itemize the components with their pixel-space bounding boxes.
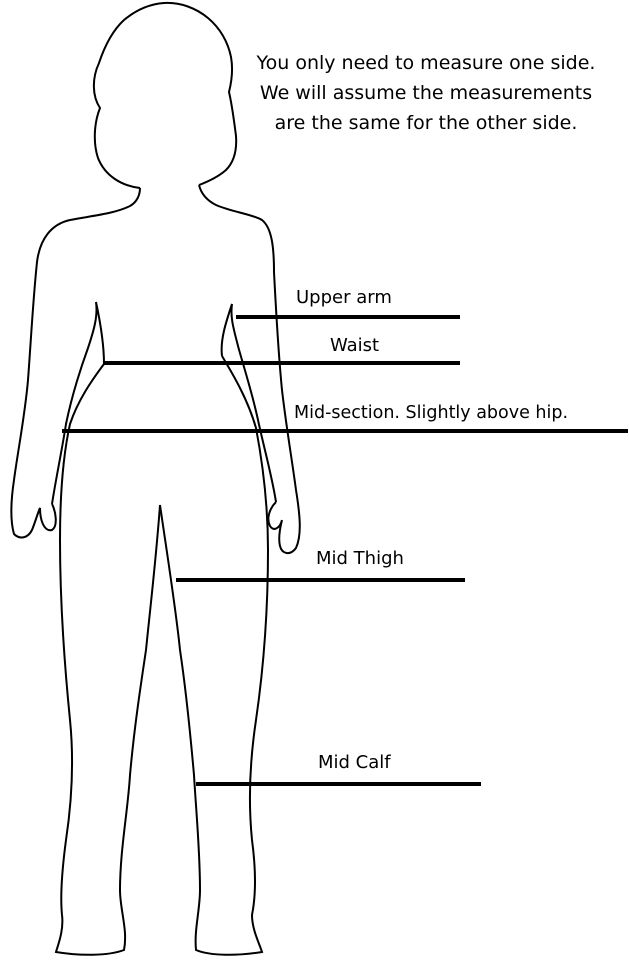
mid-thigh-label: Mid Thigh [316,548,404,570]
instruction-line-2: We will assume the measurements [226,78,626,108]
instruction-note: You only need to measure one side. We wi… [226,48,626,138]
instruction-line-1: You only need to measure one side. [226,48,626,78]
right-leg-outer-outline [160,356,268,955]
left-leg-outer-outline [56,364,160,955]
upper-arm-label: Upper arm [296,287,392,309]
mid-calf-label: Mid Calf [318,752,391,774]
head-outline [94,3,236,188]
instruction-line-3: are the same for the other side. [226,108,626,138]
mid-section-label: Mid-section. Slightly above hip. [294,402,568,424]
waist-label: Waist [330,335,379,357]
right-inner-arm-outline [222,304,276,502]
right-side-outline [199,185,300,553]
